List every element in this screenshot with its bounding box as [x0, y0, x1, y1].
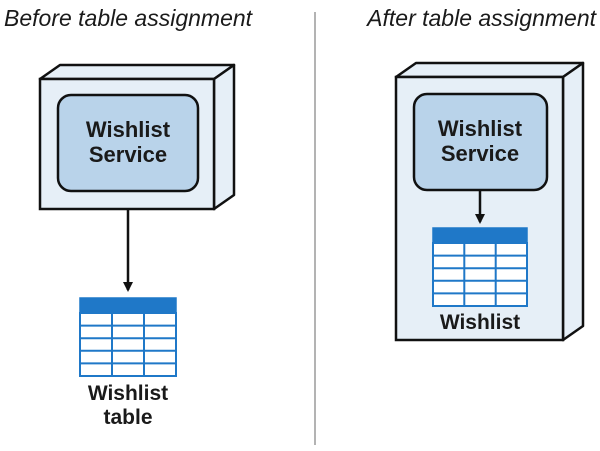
after-container-side-face — [561, 61, 585, 342]
after-container-top-face — [394, 61, 585, 79]
before-container-side-face — [212, 63, 236, 211]
before-table-icon — [79, 297, 177, 377]
after-panel: After table assignment Wishlist Service — [365, 5, 598, 342]
after-table-header — [432, 227, 528, 244]
before-table-label-line1: Wishlist — [88, 382, 168, 405]
after-service-label-line1: Wishlist — [438, 116, 523, 141]
before-service-label-line1: Wishlist — [86, 117, 171, 142]
after-title: After table assignment — [365, 5, 597, 31]
after-table-label: Wishlist — [440, 311, 520, 334]
before-table-label-line2: table — [103, 406, 152, 429]
after-table-gridlines — [433, 243, 527, 306]
before-service-label-line2: Service — [89, 142, 167, 167]
after-wishlist-service: Wishlist Service — [412, 92, 549, 192]
before-table-gridlines — [80, 313, 176, 376]
before-service-box — [56, 93, 200, 193]
before-title: Before table assignment — [4, 5, 254, 31]
before-table-header — [79, 297, 177, 314]
after-table-icon — [432, 227, 528, 307]
after-service-label-line2: Service — [441, 141, 519, 166]
after-table-body — [432, 242, 528, 307]
before-table-body — [79, 312, 177, 377]
before-wishlist-service: Wishlist Service — [56, 93, 200, 193]
before-container-top-face — [38, 63, 236, 81]
before-panel: Before table assignment Wishlist Service — [4, 5, 254, 429]
